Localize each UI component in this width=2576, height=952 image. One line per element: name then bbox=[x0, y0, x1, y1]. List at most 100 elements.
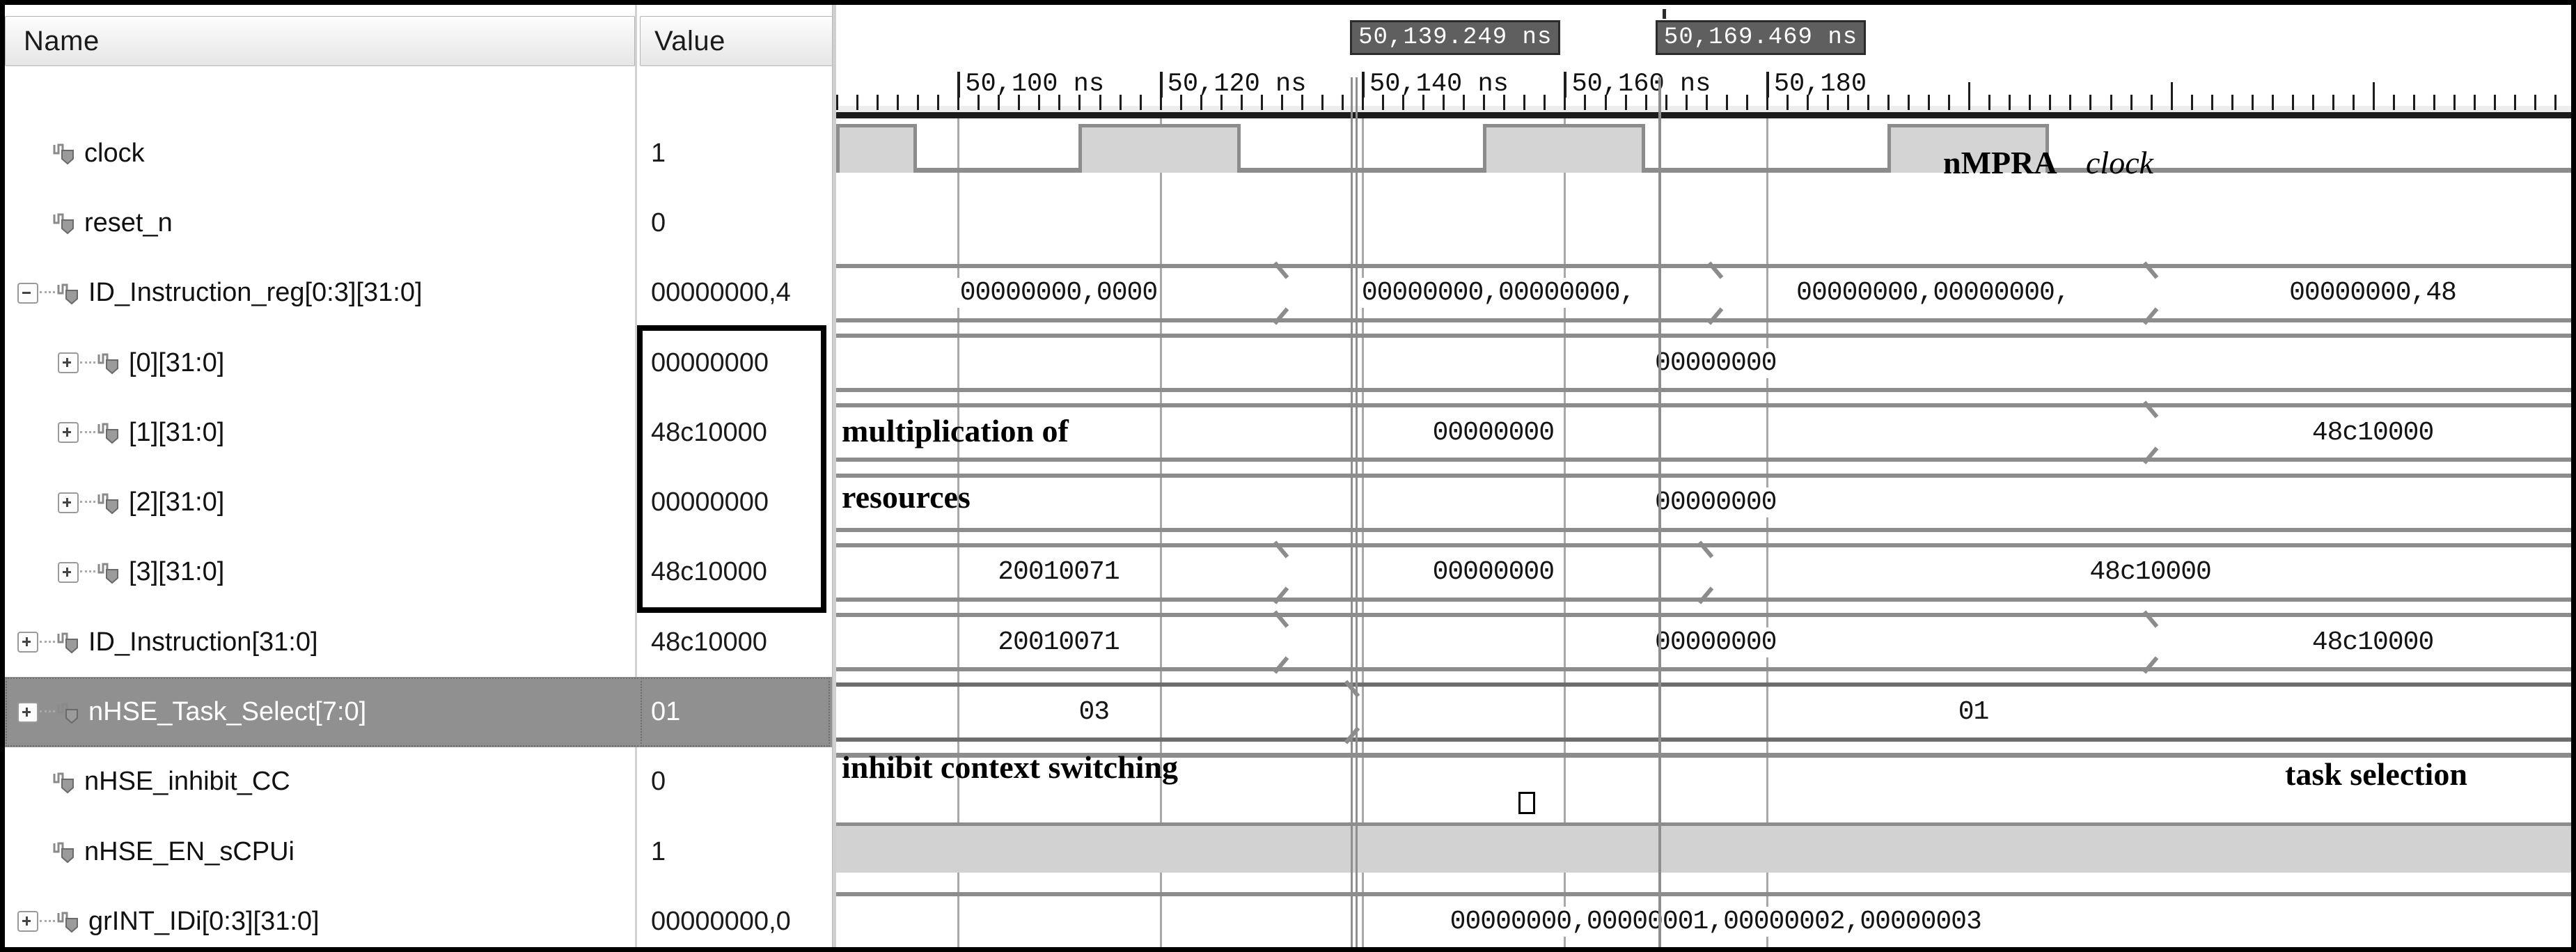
ruler-minor-tick bbox=[1402, 95, 1405, 110]
signal-value-cell[interactable]: 0 bbox=[640, 188, 831, 258]
ruler-minor-tick bbox=[2311, 95, 2314, 110]
ruler-minor-tick bbox=[1826, 95, 1829, 110]
signal-row-nhse-en-scpui[interactable]: nHSE_EN_sCPUi bbox=[5, 817, 836, 887]
value-column-header[interactable]: Value bbox=[640, 16, 836, 66]
signal-value-cell[interactable]: 1 bbox=[640, 817, 831, 887]
bus-segment: 00000000 bbox=[1280, 613, 2151, 672]
name-column-header[interactable]: Name bbox=[5, 16, 635, 66]
ruler-minor-tick bbox=[2190, 95, 2193, 110]
bus-segment: 20010071 bbox=[836, 543, 1281, 602]
wave-bus-icon bbox=[97, 560, 122, 585]
ruler-minor-tick bbox=[1908, 95, 1910, 110]
bus-segment: 00000000 bbox=[836, 473, 2571, 532]
signal-value-text: 1 bbox=[651, 836, 666, 866]
panel-splitter[interactable] bbox=[832, 5, 837, 947]
cursor-time-tag[interactable]: 50,139.249 ns bbox=[1350, 20, 1561, 55]
cursor-line-1[interactable] bbox=[1351, 77, 1358, 947]
cursor-time-tag[interactable]: 50,169.469 ns bbox=[1655, 20, 1867, 55]
signal-name-label: reset_n bbox=[84, 208, 173, 237]
expand-icon[interactable] bbox=[17, 911, 38, 933]
ruler-minor-tick bbox=[2110, 95, 2112, 110]
expand-icon[interactable] bbox=[58, 422, 79, 444]
bus-value-label: 20010071 bbox=[995, 627, 1122, 657]
cursor-handle[interactable] bbox=[1662, 9, 1666, 19]
wave-bus-icon bbox=[56, 281, 81, 306]
signal-value-text: 00000000 bbox=[651, 487, 769, 517]
signal-row-id-instruction-31-0-[interactable]: ID_Instruction[31:0] bbox=[5, 607, 836, 677]
signal-row--0-31-0-[interactable]: [0][31:0] bbox=[5, 328, 836, 398]
column-divider[interactable] bbox=[635, 5, 637, 947]
time-label: 50,180 bbox=[1766, 72, 1867, 97]
ruler-minor-tick bbox=[1644, 95, 1647, 110]
signal-name-label: [2][31:0] bbox=[129, 487, 225, 517]
ruler-minor-tick bbox=[1544, 95, 1546, 110]
bus-value-label: 03 bbox=[1076, 697, 1113, 728]
ruler-minor-tick bbox=[1503, 95, 1506, 110]
signal-name-label: ID_Instruction[31:0] bbox=[88, 627, 318, 657]
bus-value-label: 00000000,00000000, bbox=[1358, 278, 1638, 309]
signal-value-cell[interactable]: 1 bbox=[640, 118, 831, 188]
ruler-band bbox=[836, 106, 2571, 112]
signal-row-reset-n[interactable]: reset_n bbox=[5, 188, 836, 258]
expand-icon[interactable] bbox=[17, 701, 38, 723]
bus-value-label: 00000000 bbox=[1652, 627, 1780, 657]
expand-icon[interactable] bbox=[17, 632, 38, 653]
signal-value-cell[interactable]: 00000000 bbox=[640, 468, 831, 538]
signal-row-grint-idi-0-3-31-0-[interactable]: grINT_IDi[0:3][31:0] bbox=[5, 887, 836, 947]
signal-row-nhse-inhibit-cc[interactable]: nHSE_inhibit_CC bbox=[5, 747, 836, 817]
tree-connector bbox=[80, 430, 95, 435]
signal-row--3-31-0-[interactable]: [3][31:0] bbox=[5, 538, 836, 607]
clock-pulse bbox=[1887, 124, 2050, 173]
ruler-minor-tick bbox=[1928, 95, 1931, 110]
signal-row--2-31-0-[interactable]: [2][31:0] bbox=[5, 468, 836, 538]
ruler-minor-tick bbox=[1139, 95, 1142, 110]
bus-value-label: 00000000 bbox=[1652, 348, 1780, 378]
signal-value-text: 0 bbox=[651, 208, 666, 237]
signal-value-cell[interactable]: 00000000,0 bbox=[640, 887, 831, 947]
signal-name-label: [0][31:0] bbox=[129, 348, 225, 377]
signal-value-cell[interactable]: 48c10000 bbox=[640, 607, 831, 677]
signal-value-text: 01 bbox=[651, 697, 681, 727]
name-column-header-label: Name bbox=[24, 25, 100, 56]
bus-value-label: 48c10000 bbox=[2087, 557, 2214, 588]
signal-row--1-31-0-[interactable]: [1][31:0] bbox=[5, 398, 836, 467]
waveform-row-grint-idi: 00000000,00000001,00000002,00000003 bbox=[836, 887, 2571, 947]
ruler-minor-tick bbox=[1604, 95, 1607, 110]
signal-value-cell[interactable]: 48c10000 bbox=[640, 538, 831, 607]
signal-value-cell[interactable]: 0 bbox=[640, 747, 831, 817]
value-column-header-label: Value bbox=[654, 25, 725, 56]
ruler-minor-tick bbox=[2291, 95, 2294, 110]
ruler-minor-tick bbox=[2009, 95, 2011, 110]
ruler-minor-tick bbox=[897, 95, 900, 110]
expand-icon[interactable] bbox=[58, 352, 79, 374]
ruler-minor-tick bbox=[2049, 95, 2052, 110]
ruler-minor-tick bbox=[1422, 95, 1425, 110]
expand-icon[interactable] bbox=[58, 561, 79, 583]
signal-row-id-instruction-reg-0-3-31-0-[interactable]: ID_Instruction_reg[0:3][31:0] bbox=[5, 258, 836, 328]
signal-row-clock[interactable]: clock bbox=[5, 118, 836, 188]
name-column: Name bbox=[5, 5, 635, 947]
bus-segment: 48c10000 bbox=[1705, 543, 2571, 602]
bus-segment: 01 bbox=[1351, 682, 2571, 742]
grid-line bbox=[1159, 118, 1162, 947]
clock-pulse bbox=[1078, 124, 1241, 173]
bus-segment: 03 bbox=[836, 682, 1352, 742]
ruler-minor-tick bbox=[1665, 95, 1667, 110]
collapse-icon[interactable] bbox=[17, 282, 38, 304]
bus-transition bbox=[2141, 264, 2160, 322]
ruler-minor-tick bbox=[1240, 95, 1243, 110]
signal-value-text: 0 bbox=[651, 767, 666, 797]
signal-value-cell[interactable]: 48c10000 bbox=[640, 398, 831, 467]
signal-value-cell[interactable]: 01 bbox=[640, 677, 831, 747]
cursor-line-2[interactable] bbox=[1658, 77, 1661, 947]
grid-line bbox=[1564, 118, 1566, 947]
expand-icon[interactable] bbox=[58, 492, 79, 513]
ruler-minor-tick bbox=[1806, 95, 1809, 110]
signal-line bbox=[836, 752, 2571, 758]
signal-value-cell[interactable]: 00000000,4 bbox=[640, 258, 831, 328]
signal-value-cell[interactable]: 00000000 bbox=[640, 328, 831, 398]
waveform-row-nhse-en-scpui bbox=[836, 817, 2571, 887]
ruler-minor-tick bbox=[1058, 95, 1061, 110]
